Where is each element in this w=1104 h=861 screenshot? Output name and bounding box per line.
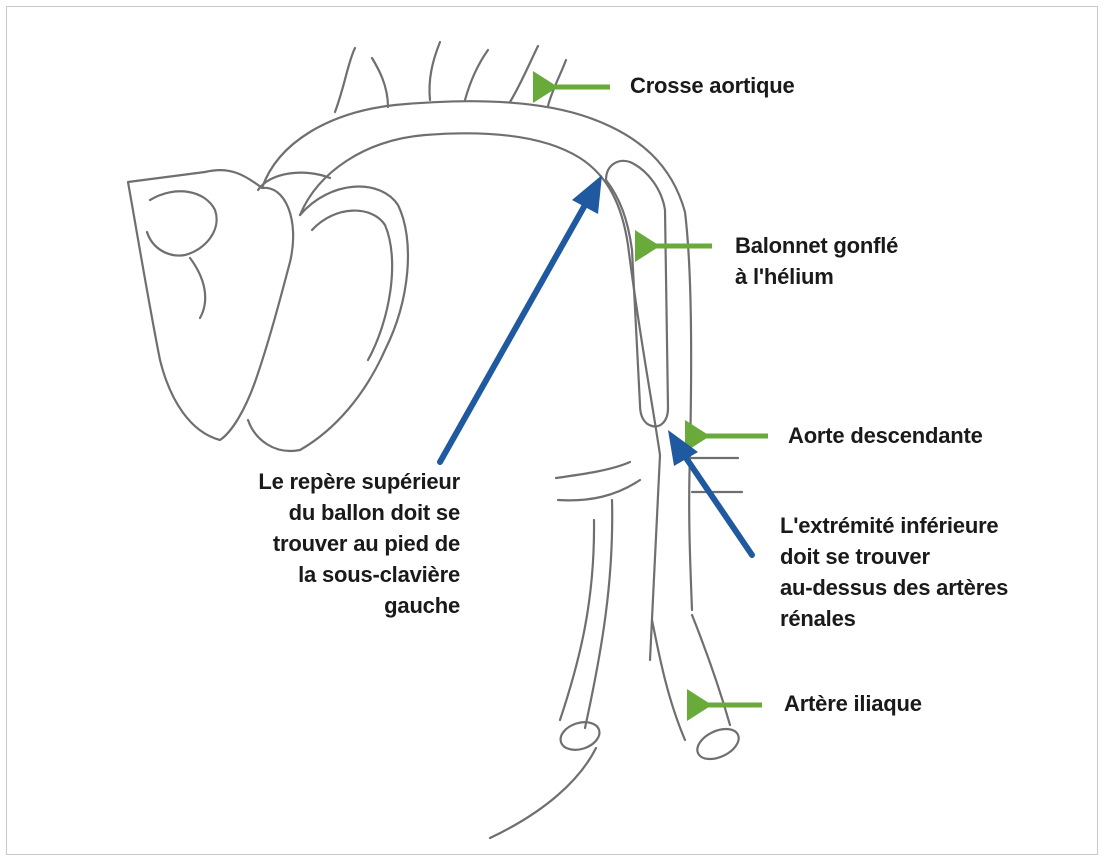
label-crosse-aortique: Crosse aortique — [630, 70, 795, 101]
arrow-repere-superieur-shaft — [440, 205, 585, 462]
label-extremite-inferieure: L'extrémité inférieure doit se trouver a… — [780, 510, 1008, 634]
arrow-extremite-inferieure-shaft — [682, 452, 752, 555]
label-repere-superieur: Le repère supérieur du ballon doit se tr… — [180, 466, 460, 621]
label-artere-iliaque: Artère iliaque — [784, 688, 922, 719]
arrow-extremite-inferieure-head — [668, 430, 698, 466]
arrow-repere-superieur-head — [572, 175, 602, 214]
heart-outline — [128, 170, 408, 451]
label-aorte-descendante: Aorte descendante — [788, 420, 983, 451]
label-balonnet-gonfle: Balonnet gonflé à l'hélium — [735, 230, 898, 292]
green-pointer-arrows — [548, 87, 768, 705]
